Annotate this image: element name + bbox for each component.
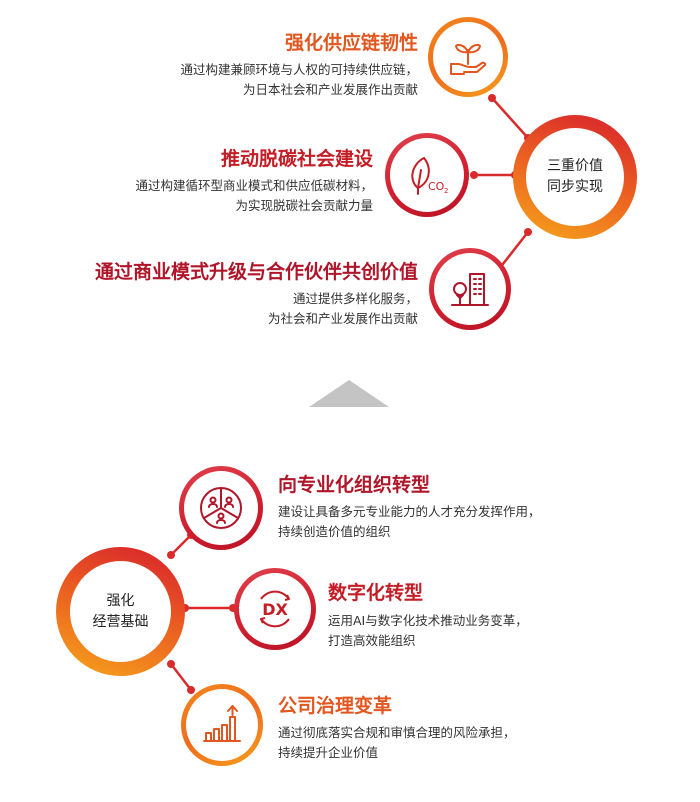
business-model-desc-line1: 通过提供多样化服务， (292, 291, 418, 306)
top-center-ring: 三重价值 同步实现 (513, 115, 637, 239)
top-center-line1: 三重价值 (547, 158, 603, 174)
bottom-center-line1: 强化 (106, 592, 135, 609)
supply-chain-title: 强化供应链韧性 (284, 32, 418, 54)
digital-transformation-title: 数字化转型 (328, 582, 424, 604)
organization-desc: 建设让具备多元专业能力的人才充分发挥作用， 持续创造价值的组织 (278, 502, 541, 542)
supply-chain-icon-ring (428, 17, 508, 97)
people-pie-icon (200, 487, 242, 529)
business-model-desc-line2: 为社会和产业发展作出贡献 (267, 311, 418, 326)
decarbonization-desc-line2: 为实现脱碳社会贡献力量 (235, 198, 373, 213)
leaf-co2-icon: CO 2 (411, 157, 448, 195)
bottom-center-line2: 经营基础 (92, 613, 149, 630)
svg-text:CO: CO (428, 180, 445, 193)
digital-transformation-desc-line1: 运用AI与数字化技术推动业务变革， (328, 613, 528, 628)
dx-icon: DX (260, 590, 290, 628)
digital-transformation-desc: 运用AI与数字化技术推动业务变革， 打造高效能组织 (328, 611, 528, 651)
decarbonization-title: 推动脱碳社会建设 (220, 148, 373, 170)
up-arrow-triangle (309, 380, 389, 407)
governance-icon-ring (181, 684, 263, 766)
governance-desc-line2: 持续提升企业价值 (278, 745, 379, 760)
business-model-desc: 通过提供多样化服务， 为社会和产业发展作出贡献 (268, 289, 418, 329)
governance-desc: 通过彻底落实合规和审慎合理的风险承担， 持续提升企业价值 (278, 723, 516, 763)
decarbonization-desc: 通过构建循环型商业模式和供应低碳材料， 为实现脱碳社会贡献力量 (135, 176, 373, 216)
governance-title: 公司治理变革 (278, 695, 393, 717)
supply-chain-desc-line2: 为日本社会和产业发展作出贡献 (242, 82, 418, 97)
dx-icon-ring: DX (234, 568, 316, 650)
organization-desc-line2: 持续创造价值的组织 (278, 524, 391, 539)
growth-chart-icon (203, 705, 241, 742)
top-center-line2: 同步实现 (547, 179, 603, 195)
decarbonization-desc-line1: 通过构建循环型商业模式和供应低碳材料， (135, 178, 373, 193)
business-model-icon-ring (429, 248, 511, 330)
digital-transformation-desc-line2: 打造高效能组织 (328, 633, 416, 648)
supply-chain-desc-line1: 通过构建兼顾环境与人权的可持续供应链， (180, 62, 418, 77)
svg-text:2: 2 (444, 187, 448, 195)
tree-building-icon (451, 273, 489, 306)
governance-desc-line1: 通过彻底落实合规和审慎合理的风险承担， (278, 725, 516, 740)
organization-title: 向专业化组织转型 (278, 474, 431, 496)
organization-icon-ring (179, 466, 263, 550)
seedling-hand-icon (450, 43, 487, 75)
bottom-center-ring: 强化 经营基础 (56, 547, 185, 676)
organization-desc-line1: 建设让具备多元专业能力的人才充分发挥作用， (278, 504, 541, 519)
supply-chain-desc: 通过构建兼顾环境与人权的可持续供应链， 为日本社会和产业发展作出贡献 (180, 60, 418, 100)
decarbonization-icon-ring: CO 2 (385, 133, 469, 217)
dx-icon-text: DX (262, 600, 288, 619)
business-model-title: 通过商业模式升级与合作伙伴共创价值 (94, 261, 418, 283)
